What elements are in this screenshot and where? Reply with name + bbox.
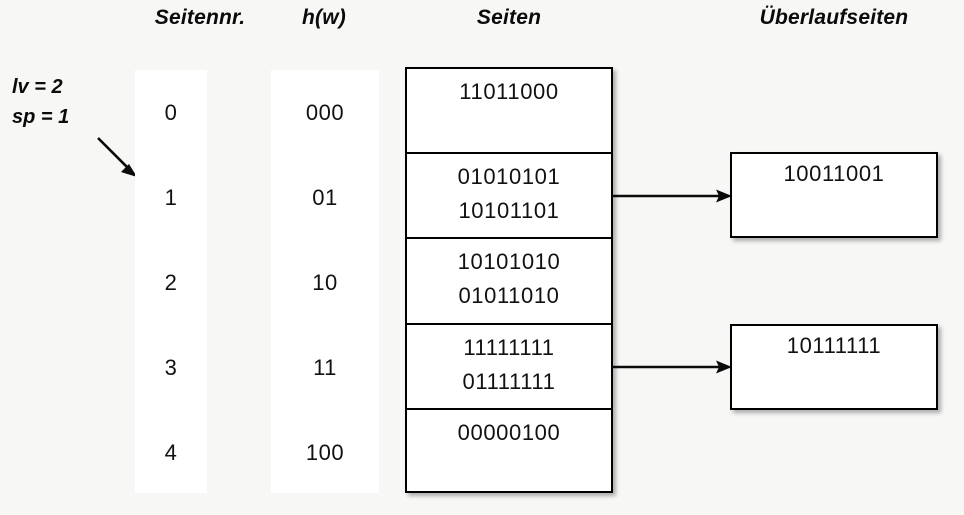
- cell-hw-4: 100: [305, 439, 345, 465]
- cell-seitennr-0: 0: [164, 99, 178, 125]
- seiten-row-2: 10101010 01011010: [407, 239, 611, 325]
- param-sp: sp = 1: [12, 106, 70, 128]
- column-header-hw: h(w): [302, 6, 346, 29]
- cell-hw-1: 01: [312, 184, 338, 210]
- seiten-row-0: 11011000: [407, 69, 611, 155]
- cell-seitennr-3: 3: [164, 354, 178, 380]
- seiten-entry: 11111111: [463, 334, 555, 360]
- right-arrow-icon: [612, 189, 732, 203]
- overflow-page-box: 10111111: [730, 324, 938, 410]
- overflow-page-box: 10011001: [730, 152, 938, 238]
- seiten-entry: 10101101: [458, 198, 560, 224]
- seiten-entry: 01011010: [458, 283, 560, 309]
- column-header-ueberlaufseiten: Überlaufseiten: [759, 6, 909, 29]
- seiten-entry: 01111111: [462, 368, 556, 394]
- parameter-labels: lv = 2 sp = 1: [12, 72, 122, 132]
- cell-seitennr-2: 2: [164, 269, 178, 295]
- column-header-seitennr: Seitennr.: [154, 6, 246, 29]
- cell-hw-3: 11: [313, 354, 337, 380]
- column-hw: 000 01 10 11 100: [271, 70, 379, 493]
- seiten-row-1: 01010101 10101101: [407, 154, 611, 240]
- cell-seitennr-4: 4: [164, 439, 178, 465]
- cell-seitennr-1: 1: [164, 184, 178, 210]
- seiten-row-4: 00000100: [407, 410, 611, 495]
- seiten-entry: 10101010: [457, 249, 561, 275]
- cell-hw-0: 000: [305, 99, 345, 125]
- column-header-seiten: Seiten: [476, 6, 542, 29]
- overflow-page-value: 10011001: [783, 161, 885, 186]
- cell-hw-2: 10: [312, 269, 338, 295]
- seiten-row-3: 11111111 01111111: [407, 325, 611, 410]
- seiten-entry: 00000100: [457, 419, 561, 445]
- param-lv: lv = 2: [12, 76, 63, 98]
- seiten-entry: 11011000: [459, 79, 559, 104]
- overflow-page-value: 10111111: [786, 333, 882, 358]
- right-arrow-icon: [612, 360, 732, 374]
- column-seitennr: 0 1 2 3 4: [135, 70, 207, 493]
- seiten-table: 11011000 01010101 10101101 10101010 0101…: [405, 67, 613, 493]
- seiten-entry: 01010101: [457, 164, 561, 190]
